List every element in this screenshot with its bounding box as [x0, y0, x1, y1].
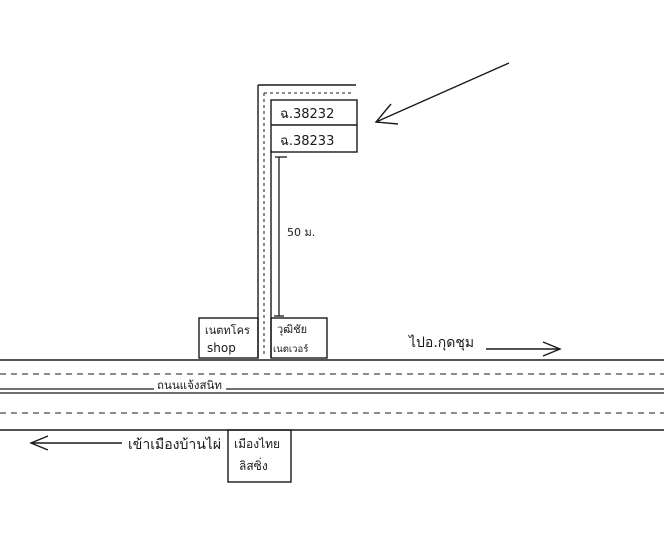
- plot-boxes: [270, 99, 358, 153]
- shop-boxes: [198, 317, 328, 359]
- plot-lower-label: ฉ.38233: [280, 134, 334, 149]
- bottom-shop-line2: ลิสซิ่ง: [239, 457, 268, 473]
- shop-left-line2: shop: [207, 341, 236, 355]
- road-name-label: ถนนแจ้งสนิท: [157, 378, 222, 392]
- direction-right-label: ไปอ.กุดชุม: [408, 334, 474, 351]
- direction-left-label: เข้าเมืองบ้านไผ่: [128, 436, 221, 453]
- plot-upper-label: ฉ.38232: [280, 107, 334, 122]
- access-lane: [257, 84, 356, 358]
- distance-dimension: [274, 156, 287, 317]
- distance-label: 50 ม.: [287, 226, 315, 239]
- main-road: [0, 359, 664, 431]
- arrow-left: [29, 435, 122, 451]
- bottom-shop-box: [227, 429, 292, 483]
- bottom-shop-line1: เมืองไทย: [234, 437, 280, 451]
- shop-right-line1: วุฒิชัย: [277, 323, 307, 336]
- pointer-arrow: [374, 62, 510, 125]
- arrow-right: [486, 341, 562, 357]
- shop-left-line1: เนตทโคร: [205, 323, 250, 337]
- shop-right-line2: เนตเวอร์: [273, 343, 308, 355]
- road-name-backdrop: [154, 378, 226, 391]
